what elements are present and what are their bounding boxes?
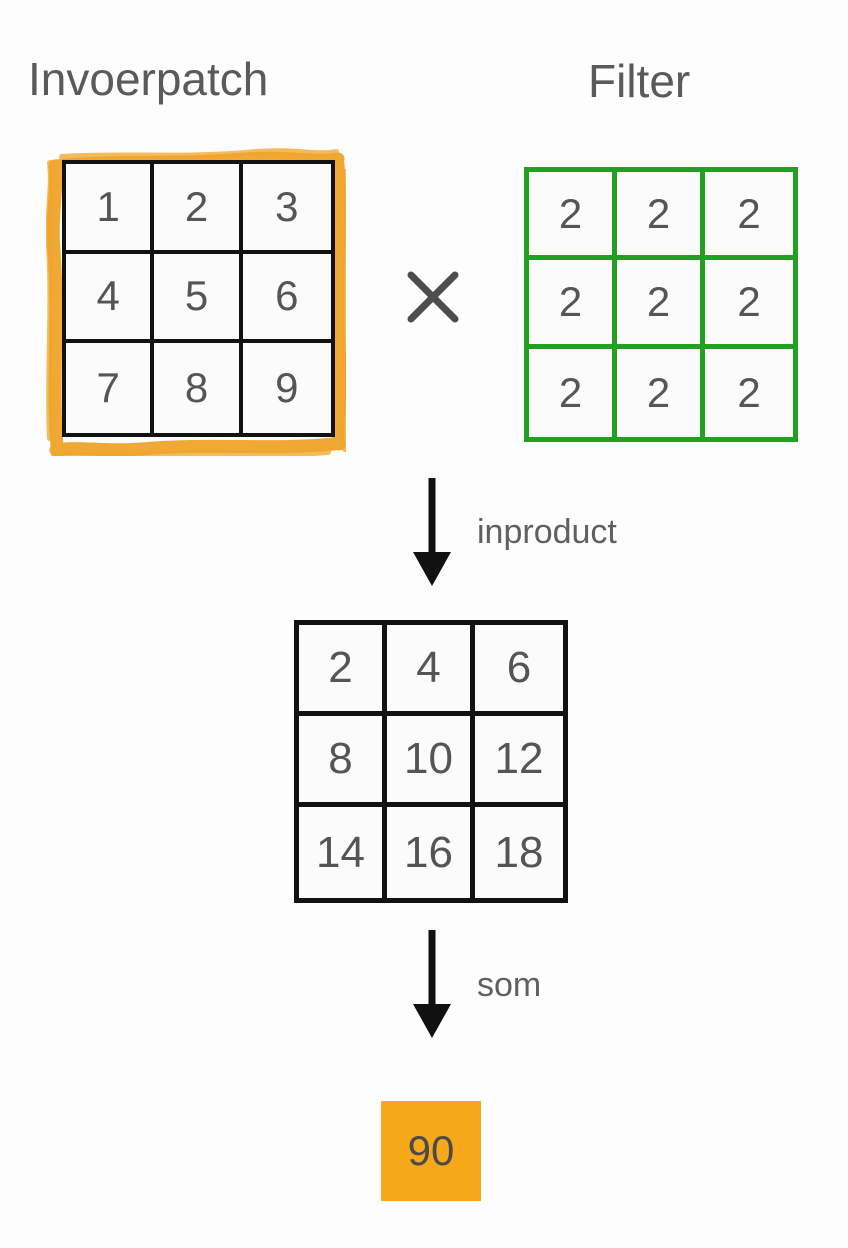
input-cell: 1 xyxy=(66,164,155,254)
final-result-value: 90 xyxy=(407,1127,455,1174)
input-patch-grid: 1 2 3 4 5 6 7 8 9 xyxy=(62,160,335,437)
product-cell: 4 xyxy=(387,625,475,716)
input-cell: 8 xyxy=(154,343,243,433)
input-cell: 7 xyxy=(66,343,155,433)
down-arrow-icon-inproduct xyxy=(413,478,451,586)
final-result-box: 90 xyxy=(381,1101,481,1201)
filter-title: Filter xyxy=(588,55,691,107)
input-cell: 5 xyxy=(154,253,243,344)
input-cell: 2 xyxy=(154,164,243,254)
filter-cell: 2 xyxy=(705,260,793,349)
product-cell: 8 xyxy=(299,716,387,807)
product-cell: 18 xyxy=(475,807,563,898)
step-label-som: som xyxy=(477,966,542,1004)
product-cell: 14 xyxy=(299,807,387,898)
input-cell: 9 xyxy=(242,343,331,433)
product-cell: 12 xyxy=(475,716,563,807)
filter-cell: 2 xyxy=(529,348,617,437)
filter-cell: 2 xyxy=(705,172,793,261)
filter-cell: 2 xyxy=(529,172,617,261)
product-cell: 6 xyxy=(475,625,563,716)
filter-cell: 2 xyxy=(529,260,617,349)
filter-cell: 2 xyxy=(617,348,705,437)
input-cell: 4 xyxy=(66,253,155,344)
input-cell: 3 xyxy=(242,164,331,254)
elementwise-product-grid: 2 4 6 8 10 12 14 16 18 xyxy=(294,620,568,903)
input-patch-title: Invoerpatch xyxy=(28,53,269,105)
product-cell: 2 xyxy=(299,625,387,716)
filter-cell: 2 xyxy=(617,172,705,261)
down-arrow-icon-som xyxy=(413,930,451,1038)
filter-cell: 2 xyxy=(617,260,705,349)
product-cell: 10 xyxy=(387,716,475,807)
filter-cell: 2 xyxy=(705,348,793,437)
step-label-inproduct: inproduct xyxy=(477,513,617,551)
multiply-icon xyxy=(407,271,459,323)
input-cell: 6 xyxy=(242,253,331,344)
filter-grid: 2 2 2 2 2 2 2 2 2 xyxy=(524,167,798,442)
product-cell: 16 xyxy=(387,807,475,898)
